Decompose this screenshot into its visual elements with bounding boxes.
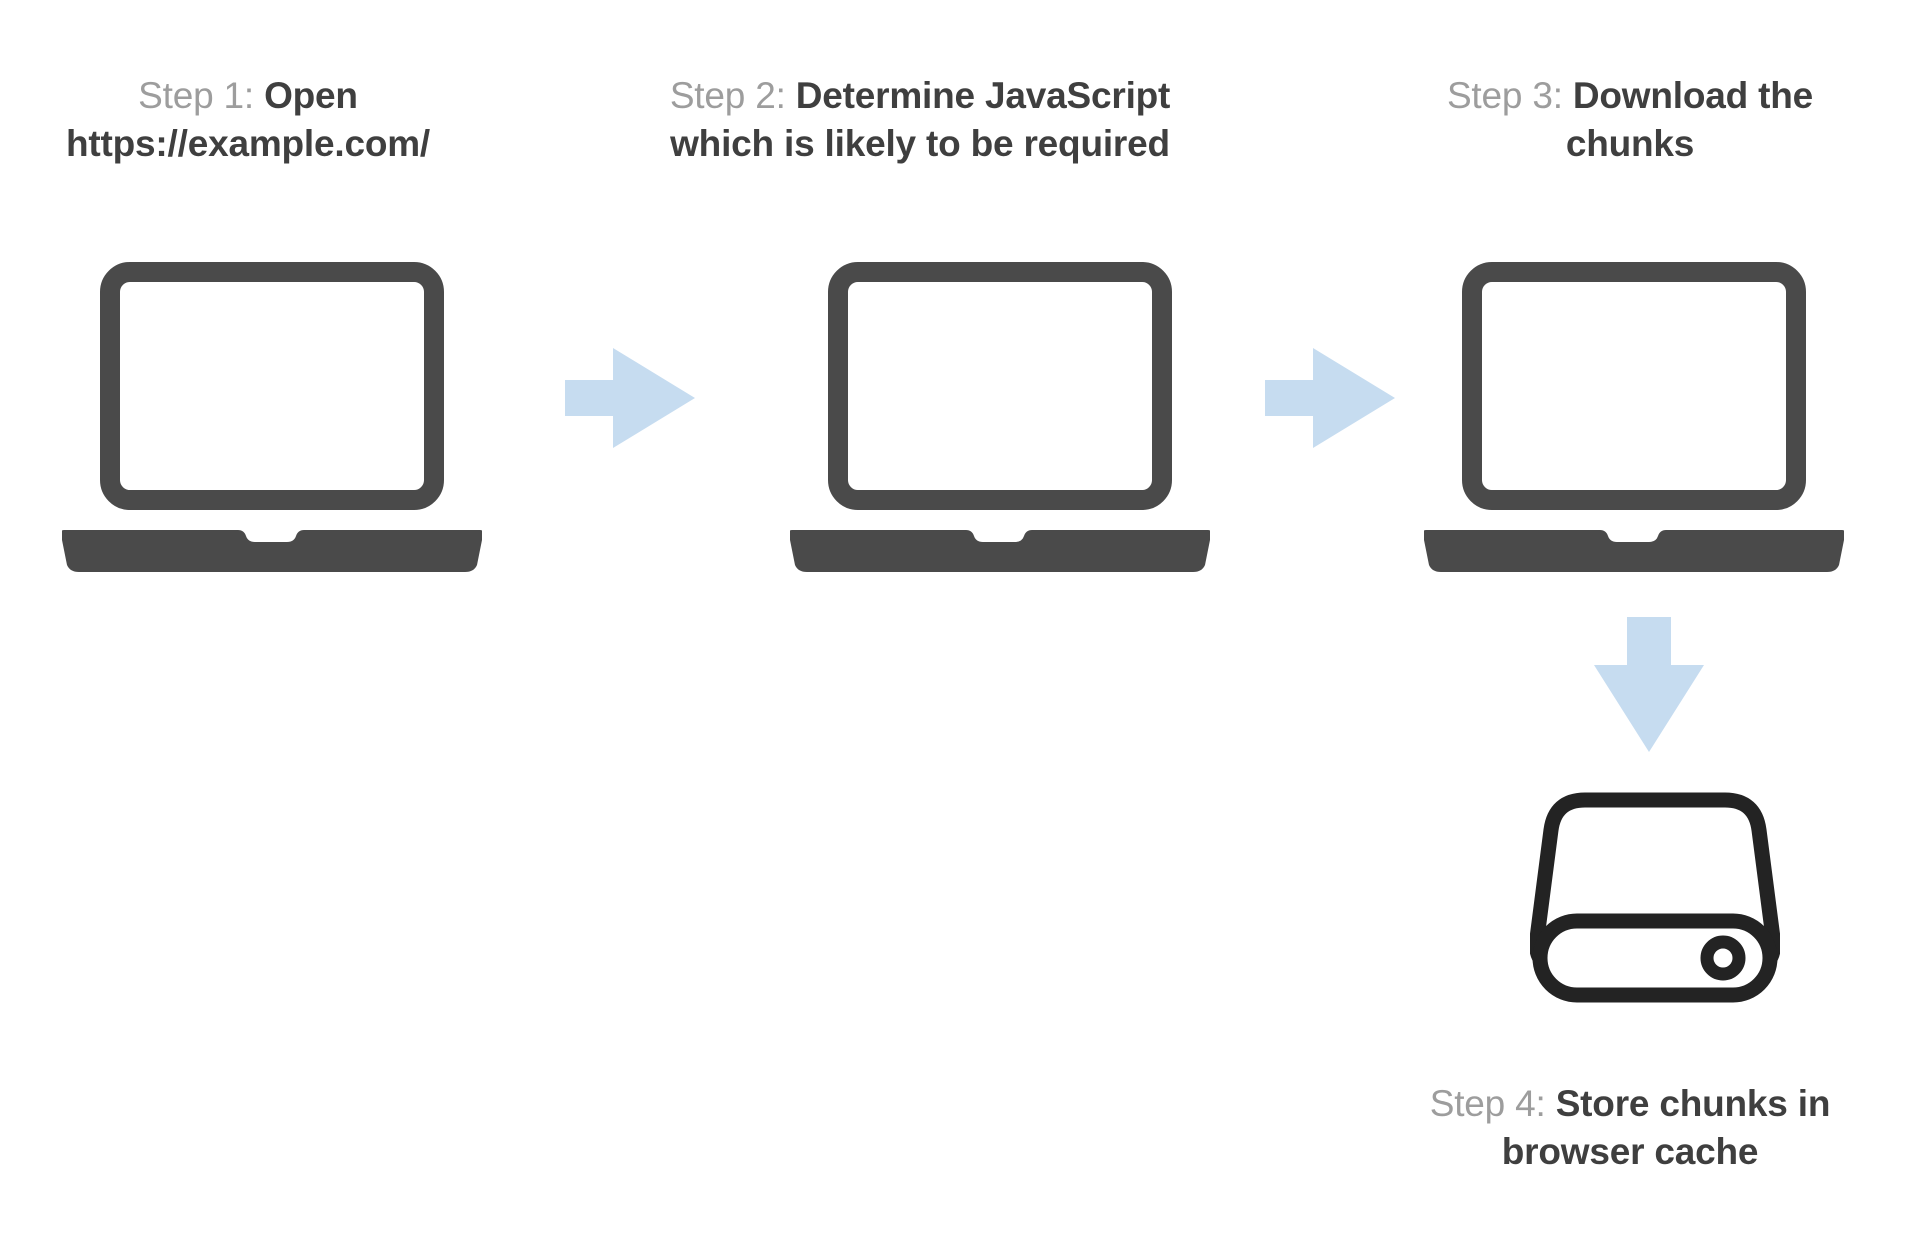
step-4-text: Store chunks in browser cache xyxy=(1501,1083,1831,1173)
laptop-screen-frame xyxy=(1462,262,1806,510)
laptop-screen-surface xyxy=(1482,282,1786,490)
laptop-base-shape xyxy=(62,530,482,572)
step-1-caption: Step 1: Open https://example.com/ xyxy=(28,72,468,168)
laptop-icon-step-2 xyxy=(790,262,1210,582)
step-4-caption: Step 4: Store chunks in browser cache xyxy=(1400,1080,1860,1176)
laptop-base xyxy=(1424,530,1844,578)
step-1-text: Open https://example.com/ xyxy=(65,75,431,165)
step-2-caption: Step 2: Determine JavaScript which is li… xyxy=(640,72,1200,168)
laptop-screen-frame xyxy=(828,262,1172,510)
step-4-lead: Step 4: xyxy=(1429,1083,1556,1124)
arrow-right-icon-1 xyxy=(565,348,695,448)
laptop-base xyxy=(62,530,482,578)
laptop-icon-step-3 xyxy=(1424,262,1844,582)
step-3-caption: Step 3: Download the chunks xyxy=(1400,72,1860,168)
arrow-right-shape xyxy=(1265,348,1395,448)
step-3-lead: Step 3: xyxy=(1446,75,1573,116)
arrow-down-shape xyxy=(1594,617,1704,752)
step-1-lead: Step 1: xyxy=(138,75,265,116)
hard-drive-shape xyxy=(1530,792,1780,1003)
laptop-screen-frame xyxy=(100,262,444,510)
laptop-base-shape xyxy=(1424,530,1844,572)
step-3-text: Download the chunks xyxy=(1565,75,1814,165)
laptop-base-shape xyxy=(790,530,1210,572)
step-2-text: Determine JavaScript which is likely to … xyxy=(670,75,1171,165)
hard-drive-led-icon xyxy=(1700,935,1746,981)
arrow-right-shape xyxy=(565,348,695,448)
laptop-screen-surface xyxy=(120,282,424,490)
laptop-screen-surface xyxy=(848,282,1152,490)
arrow-right-icon-2 xyxy=(1265,348,1395,448)
hard-drive-icon xyxy=(1530,788,1780,1006)
laptop-base xyxy=(790,530,1210,578)
step-2-lead: Step 2: xyxy=(669,75,796,116)
laptop-icon-step-1 xyxy=(62,262,482,582)
arrow-down-icon xyxy=(1594,617,1704,752)
